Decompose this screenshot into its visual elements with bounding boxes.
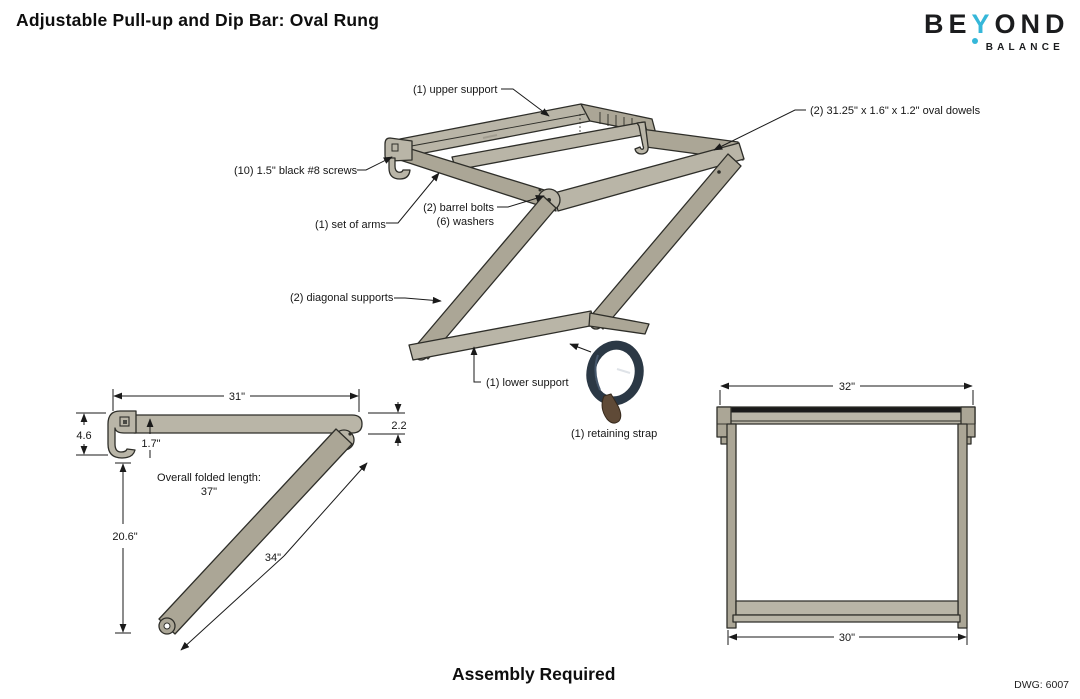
dim-1-7: 1.7": [141, 438, 160, 450]
label-diagonal-supports: (2) diagonal supports: [290, 292, 394, 304]
lower-support-end-piece: [588, 312, 650, 335]
assembly-required-note: Assembly Required: [452, 664, 616, 684]
logo-dot-icon: [972, 38, 978, 44]
front-bottom-bar: [735, 600, 959, 616]
front-view: 32" 30": [716, 381, 976, 645]
right-diagonal-support: [589, 153, 742, 330]
label-retaining-strap: (1) retaining strap: [571, 428, 657, 440]
dim-31: 31": [229, 391, 245, 403]
side-view: 31" 4.6 1.7" 2.2: [76, 389, 407, 651]
label-washers: (6) washers: [437, 216, 495, 228]
retaining-strap-image: [586, 340, 644, 424]
brand-logo-subtitle: BALANCE: [985, 42, 1064, 53]
side-folded-leg: [158, 428, 353, 635]
drawing-number: DWG: 6007: [1014, 679, 1069, 691]
side-arm-bar: [133, 414, 363, 434]
logo-text-y: Y: [971, 9, 995, 39]
dim-lines-2-2: [368, 402, 405, 446]
brand-logo-wordmark: BEYOND: [924, 9, 1066, 44]
iso-leader-lines: [357, 88, 806, 383]
dim-lines-31: [112, 389, 360, 412]
front-left-upright: [726, 423, 737, 629]
brand-logo: BEYOND BALANCE: [924, 9, 1066, 54]
label-lower-support: (1) lower support: [486, 377, 569, 389]
folded-length-value: 37": [201, 486, 217, 498]
dim-lines-20-6: [115, 462, 131, 634]
label-oval-dowels: (2) 31.25" x 1.6" x 1.2" oval dowels: [810, 105, 981, 117]
dim-lines-30: [727, 628, 968, 645]
logo-text-ond: OND: [994, 9, 1070, 39]
label-barrel-bolts: (2) barrel bolts: [423, 202, 494, 214]
logo-text-be: BE: [924, 9, 972, 39]
dim-lines-4-6: [76, 412, 108, 456]
dim-32: 32": [839, 381, 855, 393]
front-right-upright: [957, 423, 968, 629]
dim-34: 34": [265, 552, 281, 564]
left-diagonal-support: [413, 195, 557, 360]
right-hook-icon: [634, 121, 649, 155]
folded-length-label: Overall folded length:: [157, 472, 261, 484]
dim-30: 30": [839, 632, 855, 644]
isometric-view: (1) upper support (2) 31.25" x 1.6" x 1.…: [234, 84, 981, 440]
page-title: Adjustable Pull-up and Dip Bar: Oval Run…: [16, 10, 380, 30]
dim-2-2: 2.2: [391, 420, 406, 432]
dim-lines-32: [719, 382, 974, 405]
dim-4-6: 4.6: [76, 430, 91, 442]
dim-lines-34: [180, 462, 368, 651]
label-screws: (10) 1.5" black #8 screws: [234, 165, 358, 177]
left-hook-icon: [388, 157, 411, 180]
front-bottom-rail: [732, 614, 961, 623]
label-upper-support: (1) upper support: [413, 84, 497, 96]
dim-20-6: 20.6": [112, 531, 137, 543]
label-set-of-arms: (1) set of arms: [315, 219, 386, 231]
